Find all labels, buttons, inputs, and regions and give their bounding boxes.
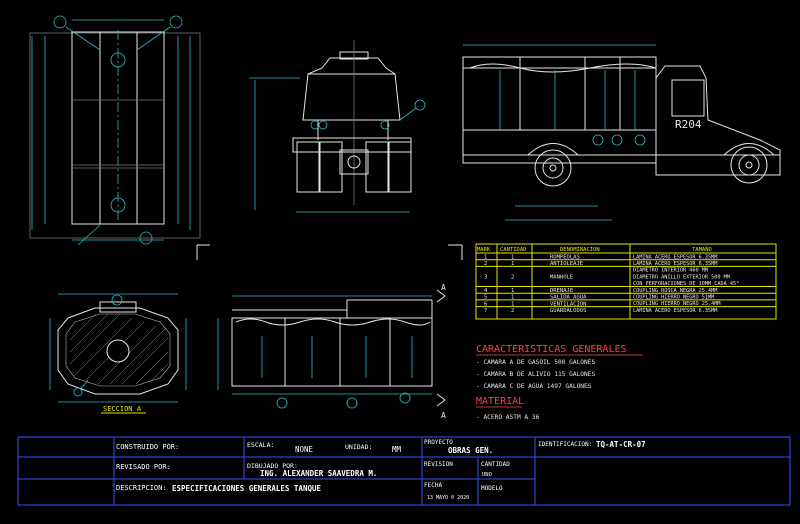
cantidad-value: UNO [482, 472, 492, 478]
general-specs: CARACTERISTICAS GENERALES - CAMARA A DE … [476, 344, 643, 421]
table-cell-mark: 3 [484, 274, 487, 280]
revision-label: REVISION [424, 461, 453, 468]
truck-side-view: R204 [462, 44, 781, 221]
material-title: MATERIAL [476, 396, 524, 407]
table-cell-mark: 5 [484, 295, 487, 301]
descripcion-label: DESCRIPCION: [116, 484, 167, 492]
table-cell-size: DIAMETRO ANILLO EXTERIOR 500 MM [633, 274, 730, 280]
table-cell-name: MANHOLE [550, 274, 573, 280]
proyecto-label: PROYECTO [424, 439, 453, 446]
section-a-view: SECCION A [49, 293, 187, 414]
table-header: CANTIDAD [500, 247, 527, 253]
spec-item: - CAMARA A DE GASOIL 500 GALONES [476, 359, 595, 366]
escala-label: ESCALA: [247, 441, 274, 449]
table-cell-qty: 2 [511, 274, 514, 280]
table-cell-size: CON PERFORACIONES DE 10MM CADA 45° [633, 281, 739, 287]
truck-rear-view [249, 40, 426, 213]
table-header: TAMAÑO [692, 246, 712, 253]
table-header: MARK [477, 247, 491, 253]
table-cell-size: LAMINA ACERO ESPESOR 6.35MM [633, 308, 717, 314]
table-cell-mark: 4 [484, 288, 488, 294]
truck-plate-text: R204 [675, 118, 702, 131]
table-cell-qty: 1 [511, 295, 514, 301]
fecha-label: FECHA [424, 482, 442, 489]
table-cell-size: COUPLING HIERRO NEGRO 51MM [633, 295, 714, 301]
section-mark-back: A [441, 411, 446, 420]
table-cell-name: ANTIOLEAJE [550, 261, 583, 267]
table-cell-mark: 6 [484, 301, 487, 307]
section-mark-front: A [441, 283, 446, 292]
revisado-label: REVISADO POR: [116, 463, 171, 471]
cantidad-label: CANTIDAD [481, 461, 510, 468]
table-cell-size: COUPLING HIERRO NEGRO 25.4MM [633, 301, 720, 307]
proyecto-value: OBRAS GEN. [448, 446, 493, 455]
table-cell-mark: 1 [484, 254, 487, 260]
table-cell-qty: 1 [511, 261, 514, 267]
table-cell-size: DIAMETRO INTERIOR 460 MM [633, 268, 708, 274]
tank-top-view [29, 15, 201, 246]
table-cell-size: COUPLING ROSCA NEGRA 25.4MM [633, 288, 717, 294]
unidad-value: MM [392, 445, 402, 454]
dibujado-label: DIBUJADO POR: [247, 462, 298, 470]
table-header: DENOMINACION [560, 247, 600, 253]
section-a-label: SECCION A [103, 405, 142, 413]
identificacion-value: TQ-AT-CR-07 [596, 440, 646, 449]
tank-longitudinal-view: A A [217, 283, 446, 420]
table-cell-size: LAMINA ACERO ESPESOR 6.35MM [633, 254, 717, 260]
descripcion-value: ESPECIFICACIONES GENERALES TANQUE [172, 484, 321, 493]
table-cell-name: SALIDA AGUA [550, 295, 587, 301]
table-cell-name: GUARDALODOS [550, 308, 586, 314]
dibujado-value: ING. ALEXANDER SAAVEDRA M. [260, 469, 377, 478]
spec-item: - CAMARA B DE ALIVIO 115 GALONES [476, 371, 595, 378]
modelo-label: MODELO [481, 485, 503, 492]
identificacion-label: IDENTIFICACION: [538, 441, 592, 448]
construido-label: CONSTRUIDO POR: [116, 443, 179, 451]
specs-title: CARACTERISTICAS GENERALES [476, 344, 627, 355]
table-cell-name: VENTILACION [550, 301, 586, 307]
table-cell-size: LAMINA ACERO ESPESOR 6.35MM [633, 261, 717, 267]
escala-value: NONE [295, 445, 314, 454]
spec-item: - CAMARA C DE AGUA 1497 GALONES [476, 383, 592, 390]
table-cell-mark: 2 [484, 261, 487, 267]
title-block: CONSTRUIDO POR: REVISADO POR: DESCRIPCIO… [17, 436, 791, 506]
table-cell-mark: 7 [484, 308, 487, 314]
table-cell-qty: 1 [511, 254, 514, 260]
fecha-value: 13 MAYO 0 2020 [427, 495, 469, 501]
material-item: - ACERO ASTM A 36 [476, 414, 540, 421]
table-cell-name: ROMPEOLAS [550, 254, 580, 260]
table-cell-name: DRENAJE [550, 288, 573, 294]
unidad-label: UNIDAD: [345, 443, 372, 451]
table-cell-qty: 1 [511, 301, 514, 307]
table-cell-qty: 2 [511, 308, 514, 314]
table-cell-qty: 1 [511, 288, 514, 294]
